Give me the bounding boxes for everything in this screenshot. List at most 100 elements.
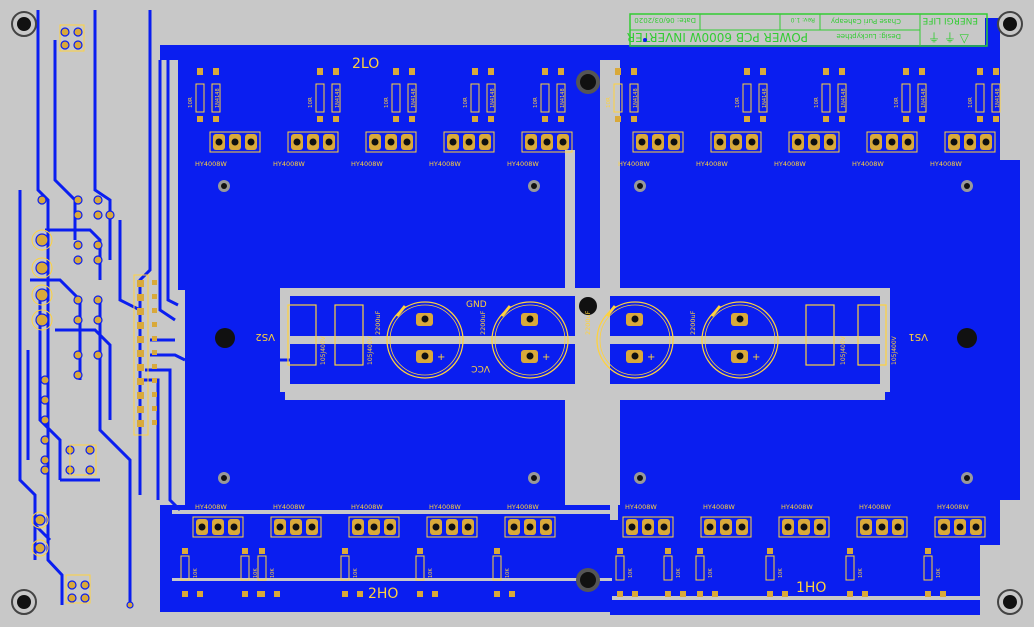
mosfet-drill xyxy=(449,138,457,146)
resistor-pad xyxy=(542,116,548,122)
mosfet-drill xyxy=(231,138,239,146)
resistor-pad xyxy=(317,116,323,122)
header-pin xyxy=(137,406,144,413)
mount-hole-drill xyxy=(221,183,227,189)
mosfet-part-labels: HY4008W HY4008W HY4008W HY4008W HY4008W HY400… xyxy=(195,160,969,511)
resistor-body xyxy=(315,83,325,113)
mosfet-drill xyxy=(481,138,489,146)
capacitor-polarity-mark xyxy=(605,305,617,317)
control-traces xyxy=(18,10,290,605)
capacitor-drill xyxy=(421,315,429,323)
capacitor-outline xyxy=(701,301,779,379)
mosfet-drill xyxy=(784,523,792,531)
header-pin xyxy=(152,294,157,299)
resistor-pad xyxy=(615,116,621,122)
resistor-pad xyxy=(631,116,637,122)
diode-value: 1N4148 xyxy=(411,88,417,108)
mosfet-label: HY4008W xyxy=(930,160,962,168)
mosfet-label: HY4008W xyxy=(618,160,650,168)
mosfet-drill xyxy=(308,523,316,531)
resistor-pad xyxy=(494,548,500,554)
resistor-body xyxy=(340,555,350,581)
header-pin xyxy=(137,364,144,371)
mosfet-label: HY4008W xyxy=(195,160,227,168)
diode-value: 1N4148 xyxy=(921,88,927,108)
resistor-pad xyxy=(259,591,265,597)
mosfet-drill xyxy=(644,523,652,531)
mosfet-drill xyxy=(888,138,896,146)
resistor-value: 10R xyxy=(968,97,974,108)
resistor-value: 10K xyxy=(193,568,199,578)
mosfet-footprint xyxy=(521,131,573,153)
mosfet-drill xyxy=(800,523,808,531)
mosfet-footprint xyxy=(348,516,400,538)
mosfet-drill xyxy=(794,138,802,146)
copper-pour-upper-left-main xyxy=(185,120,565,545)
header-pin xyxy=(137,392,144,399)
varistor-label-vs2: VS2 xyxy=(255,331,275,342)
mosfet-drill xyxy=(982,138,990,146)
diode-value: 1N4148 xyxy=(490,88,496,108)
mosfet-drill xyxy=(670,138,678,146)
mosfet-label: HY4008W xyxy=(852,160,884,168)
header-pin xyxy=(137,350,144,357)
mosfet-label: HY4008W xyxy=(774,160,806,168)
resistor-pad xyxy=(409,116,415,122)
resistor-pad xyxy=(558,68,564,75)
capacitor-polarity-mark xyxy=(710,305,722,317)
mosfet-drill xyxy=(816,523,824,531)
resistor-pad xyxy=(357,591,363,597)
mosfet-drill xyxy=(894,523,902,531)
mosfet-drill xyxy=(325,138,333,146)
resistor-pad xyxy=(839,116,845,122)
resistor-body xyxy=(845,555,855,581)
mosfet-footprint xyxy=(504,516,556,538)
mosfet-drill xyxy=(527,138,535,146)
varistor-value: 105J400V xyxy=(891,335,898,365)
resistor-body xyxy=(821,83,831,113)
mosfet-drill xyxy=(950,138,958,146)
resistor-pad xyxy=(417,591,423,597)
capacitor-plus-icon: + xyxy=(647,352,655,363)
mosfet-drill xyxy=(872,138,880,146)
mosfet-footprint xyxy=(270,516,322,538)
diode-value: 1N4148 xyxy=(335,88,341,108)
mosfet-footprint xyxy=(866,131,918,153)
net-label-gnd: GND xyxy=(466,300,487,310)
resistor-pad xyxy=(182,548,188,554)
capacitor-polarity-mark xyxy=(500,305,512,317)
title-rev: Rev: 1.0 xyxy=(791,16,815,23)
resistor-pad xyxy=(617,548,623,554)
header-pin xyxy=(137,378,144,385)
varistors xyxy=(287,304,887,366)
header-connector xyxy=(133,274,157,436)
capacitor-polarity-mark xyxy=(395,305,407,317)
diode-value: 1N4148 xyxy=(633,88,639,108)
varistor-value: 105J400V xyxy=(367,335,374,365)
resistor-pad xyxy=(712,591,718,597)
header-pin xyxy=(152,322,157,327)
capacitor-drill xyxy=(736,352,744,360)
header-pin xyxy=(152,378,157,383)
resistor-pad xyxy=(767,591,773,597)
resistor-pad xyxy=(665,591,671,597)
capacitor-bank: ++++ xyxy=(386,301,779,379)
header-pin xyxy=(137,322,144,329)
resistor-pad xyxy=(333,116,339,122)
mosfet-drill xyxy=(276,523,284,531)
mosfet-footprint xyxy=(934,516,986,538)
mosfet-label: HY4008W xyxy=(937,503,969,511)
diode-body xyxy=(407,83,417,113)
mosfet-drill xyxy=(628,523,636,531)
mosfet-drill xyxy=(309,138,317,146)
mosfet-drill xyxy=(722,523,730,531)
resistor-pad xyxy=(919,116,925,122)
mosfet-drill xyxy=(878,523,886,531)
mosfet-drill xyxy=(732,138,740,146)
header-pin xyxy=(137,336,144,343)
capacitor-value: 2200uF xyxy=(584,310,592,335)
